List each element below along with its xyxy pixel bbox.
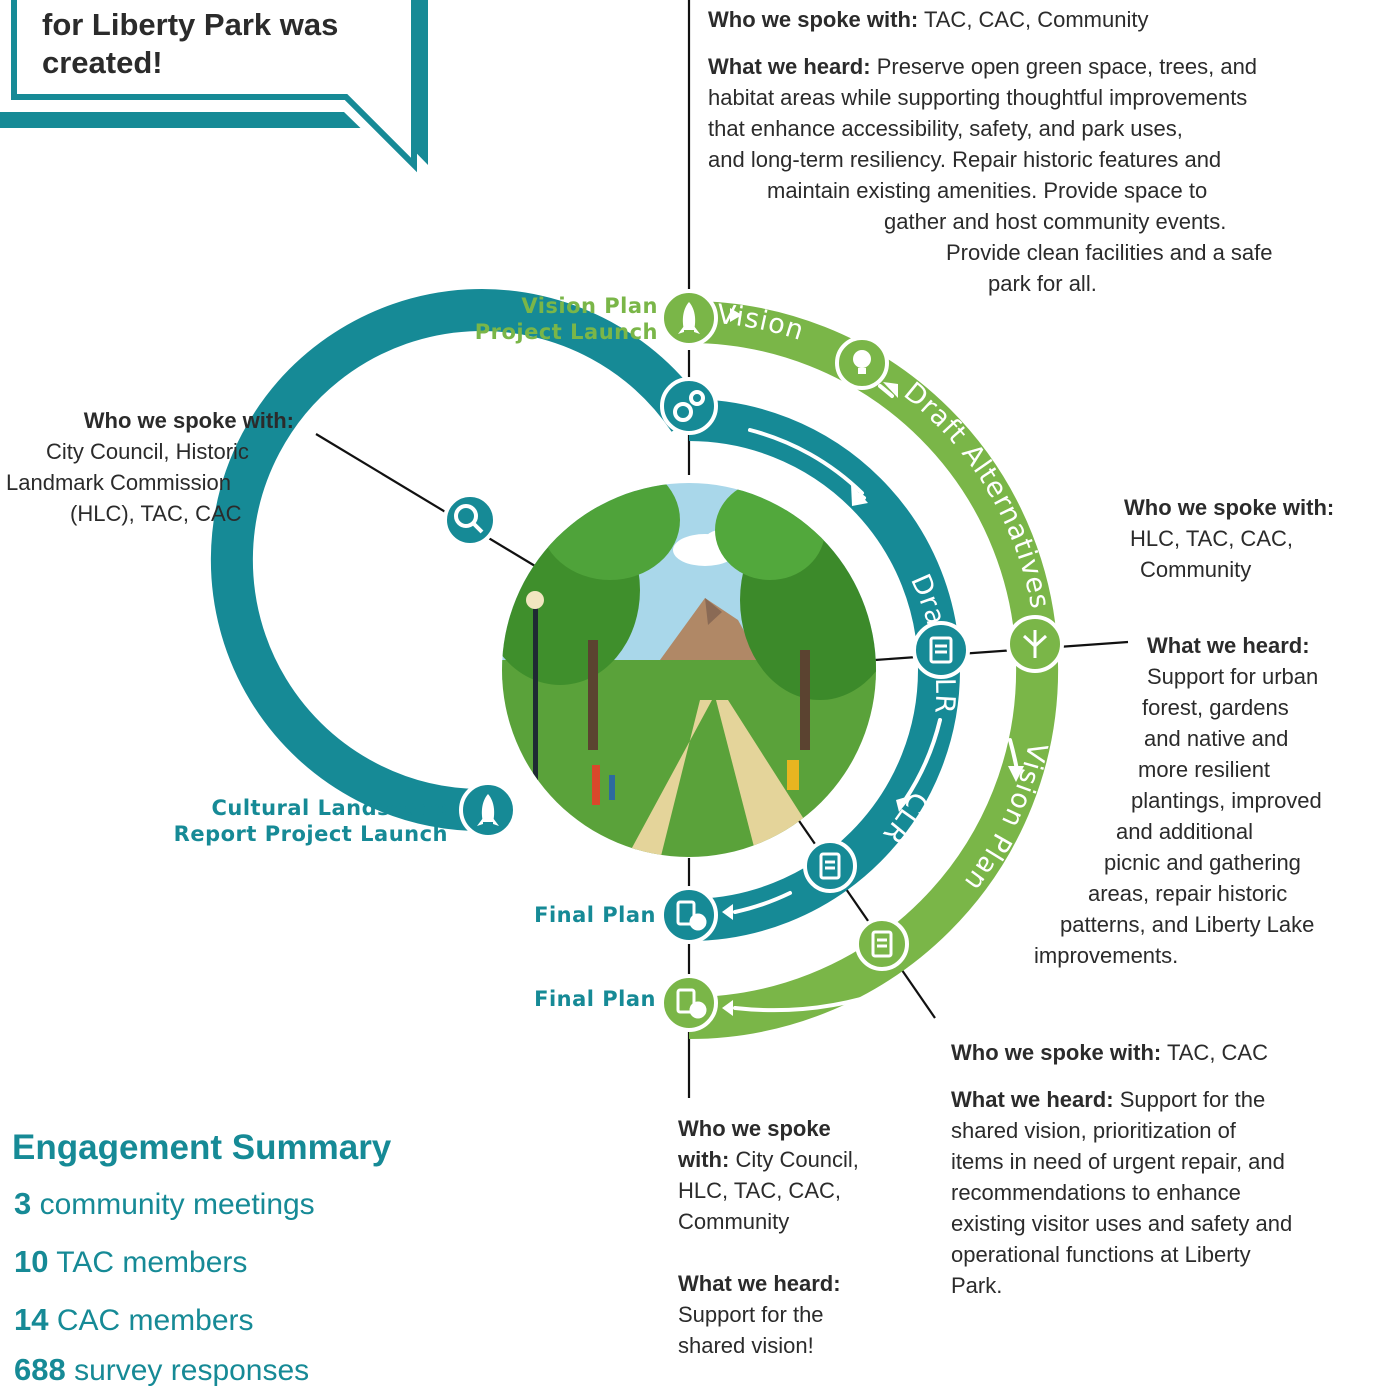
park-illustration (502, 483, 876, 857)
note-bottom-center: Who we spoke with: City Council, HLC, TA… (678, 1116, 859, 1358)
note-top-who: Who we spoke with: TAC, CAC, Community (708, 7, 1149, 32)
lightbulb-icon (853, 350, 871, 374)
document-check-icon (676, 988, 707, 1019)
note-right-who: Who we spoke with: HLC, TAC, CAC, Commun… (1124, 495, 1335, 582)
milestone-clr-launch: Cultural Landscape Report Project Launch (173, 796, 448, 846)
summary-item: 3 community meetings (14, 1186, 315, 1221)
milestone-final-plan-green: Final Plan (534, 987, 656, 1011)
clipboard-icon (929, 636, 953, 664)
rocket-icon (477, 794, 499, 826)
gears-icon (673, 390, 705, 422)
magnifier-icon (454, 504, 484, 534)
note-bottom-right: Who we spoke with: TAC, CAC What we hear… (951, 1040, 1293, 1298)
connector-left (315, 433, 546, 573)
document-icon (819, 852, 841, 880)
summary-title: Engagement Summary (12, 1128, 392, 1167)
inner-ring-discovery (210, 289, 707, 832)
document-check-icon (676, 900, 707, 931)
ring-label-discovery: Discovery (417, 571, 465, 723)
callout-bubble (0, 0, 428, 180)
directions-arrows-icon (1022, 630, 1048, 658)
svg-text:Guidance: Guidance (477, 417, 607, 523)
svg-text:Discovery: Discovery (417, 571, 466, 723)
ring-label-guidance: Guidance (477, 417, 606, 523)
document-icon (871, 930, 893, 958)
callout-text: for Liberty Park was created! (42, 7, 339, 80)
summary-item: 688 survey responses (14, 1352, 310, 1387)
summary-item: 14 CAC members (14, 1302, 254, 1337)
note-left: Who we spoke with: City Council, Histori… (6, 408, 294, 526)
summary-item: 10 TAC members (14, 1244, 248, 1279)
note-top-heard: What we heard: Preserve open green space… (708, 54, 1273, 296)
milestone-vision-plan-launch: Vision Plan Project Launch (474, 294, 658, 344)
note-right-heard: What we heard: Support for urban forest,… (1034, 633, 1322, 968)
milestone-final-plan-teal: Final Plan (534, 903, 656, 927)
rocket-icon (678, 302, 700, 334)
